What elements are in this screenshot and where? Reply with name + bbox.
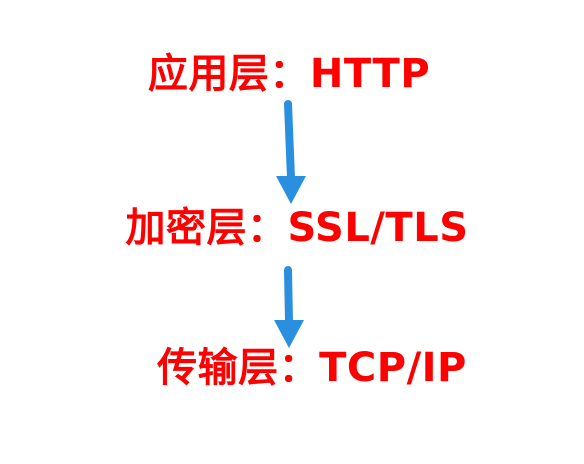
encryption-layer-label: 加密层：SSL/TLS	[125, 205, 469, 251]
application-layer-label: 应用层：HTTP	[147, 51, 431, 97]
down-arrow-icon	[274, 266, 304, 348]
transport-layer-label: 传输层：TCP/IP	[157, 345, 467, 391]
down-arrow-icon	[276, 100, 306, 204]
